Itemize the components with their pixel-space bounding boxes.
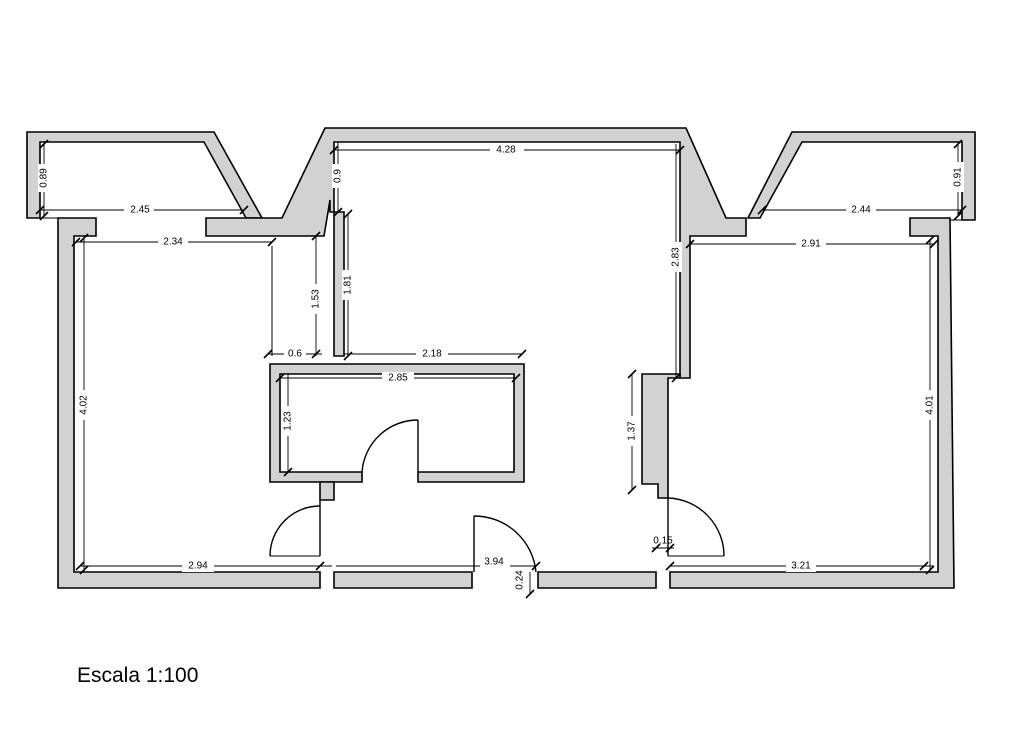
- dim-entrance-width: 3.94: [484, 557, 504, 568]
- dim-right-room-bottom: 3.21: [791, 561, 811, 572]
- dim-wall-thickness: 0.15: [653, 536, 673, 547]
- dim-top-room-bottom: 2.18: [422, 349, 442, 360]
- dim-left-room-height: 4.02: [79, 395, 90, 415]
- dim-balcony-right-height: 0.91: [953, 167, 964, 187]
- dim-right-room-height: 4.01: [925, 395, 936, 415]
- outer-walls: [57, 217, 955, 589]
- dim-entrance-step: 0.24: [515, 570, 526, 590]
- bathroom-walls: [269, 363, 525, 501]
- dim-top-room-left-wall: 1.81: [343, 275, 354, 295]
- dimension-labels: 0.89 2.45 4.28 0.9 1.81 2.18 2.83 0.91 2…: [38, 144, 964, 590]
- dim-left-room-bottom: 2.94: [188, 561, 208, 572]
- scale-label: Escala 1:100: [77, 664, 199, 687]
- dim-left-room-width: 2.34: [163, 237, 183, 248]
- top-wall: [205, 127, 747, 379]
- dim-top-room-notch: 0.9: [333, 169, 344, 183]
- dim-balcony-right-width: 2.44: [851, 205, 871, 216]
- dim-top-room-width: 4.28: [496, 145, 516, 156]
- doors: [269, 419, 725, 573]
- dim-bath-width: 2.85: [388, 373, 408, 384]
- dim-bath-height: 1.23: [283, 411, 294, 431]
- dim-partition-length: 1.37: [627, 421, 638, 441]
- dim-closet-height: 1.53: [311, 289, 322, 309]
- dim-balcony-left-width: 2.45: [130, 205, 150, 216]
- dim-closet-width: 0.6: [288, 349, 302, 360]
- dim-balcony-left-height: 0.89: [39, 168, 50, 188]
- dim-right-wall-upper: 2.83: [671, 247, 682, 267]
- dim-right-room-width: 2.91: [801, 239, 821, 250]
